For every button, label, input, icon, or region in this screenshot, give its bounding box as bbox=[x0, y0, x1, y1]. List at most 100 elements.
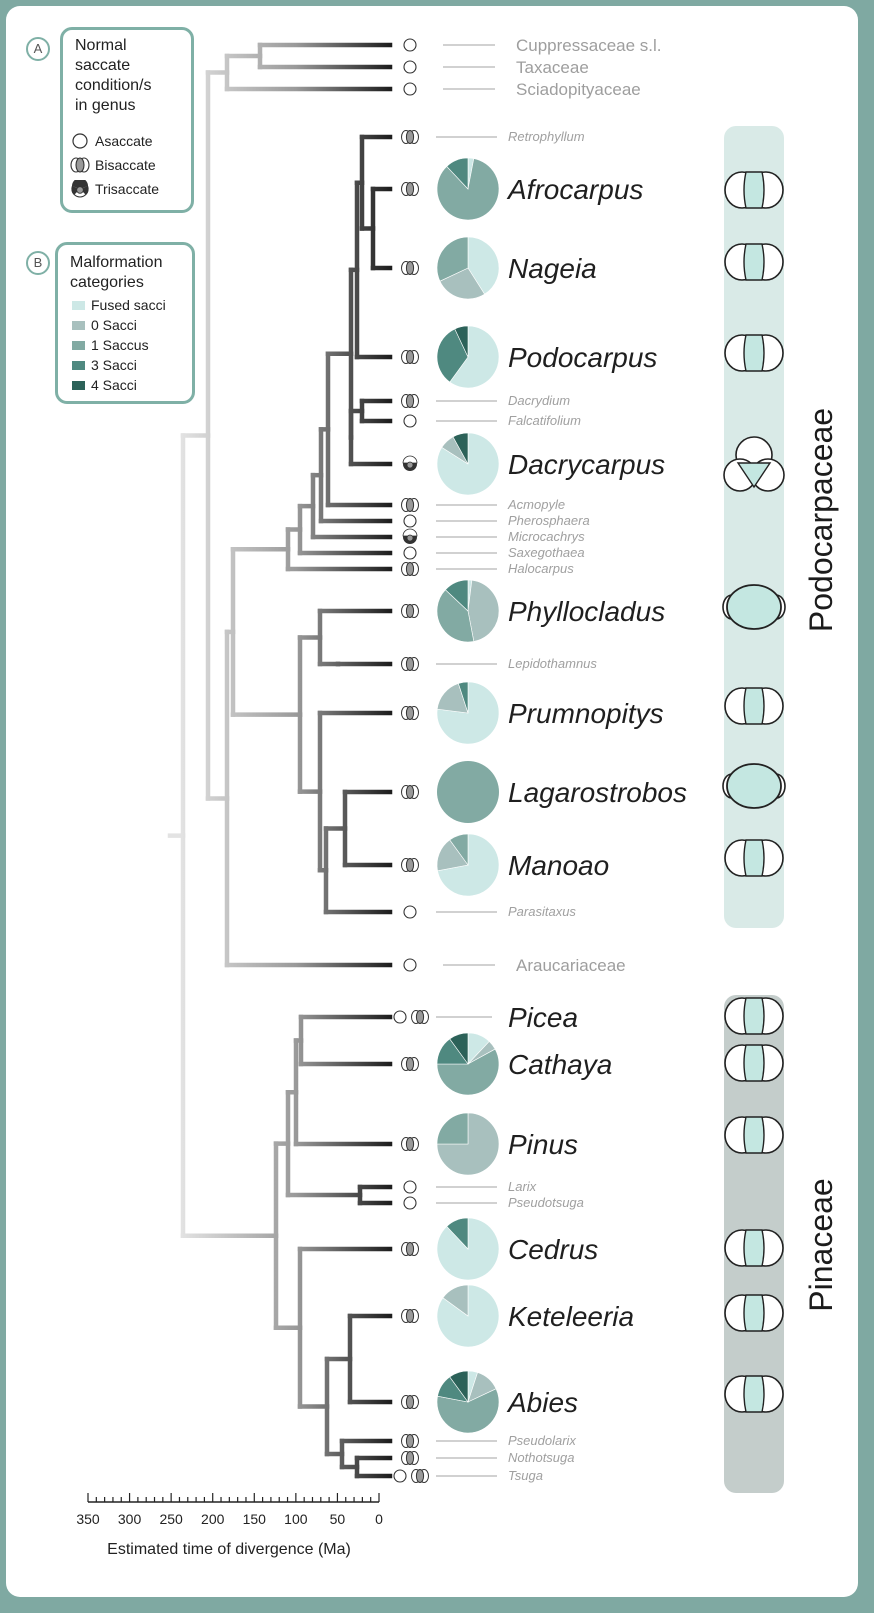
cedrus-pie bbox=[436, 1217, 500, 1281]
taxon-label-falcatifolium: Falcatifolium bbox=[508, 413, 581, 428]
prumnopitys-pie bbox=[436, 681, 500, 745]
taxon-label-nageia: Nageia bbox=[508, 253, 597, 284]
pie-slice bbox=[446, 1217, 469, 1250]
bisaccate-icon bbox=[401, 1309, 419, 1323]
axis-tick-label: 100 bbox=[284, 1511, 308, 1527]
axis-title: Estimated time of divergence (Ma) bbox=[107, 1541, 351, 1558]
keteleeria-pollen-grain bbox=[724, 1294, 784, 1332]
legend-a-title: Normal saccate condition/s in genus bbox=[75, 37, 152, 114]
legend-fused-sacci-label: Fused sacci bbox=[91, 297, 166, 313]
saccate-condition-legend: Normal saccate condition/s in genus Asac… bbox=[60, 27, 194, 213]
zero-sacci-swatch bbox=[72, 320, 85, 330]
pie-slice bbox=[446, 157, 469, 190]
nageia-pollen-grain bbox=[724, 243, 784, 281]
pie-slice bbox=[449, 1370, 469, 1403]
asaccate-icon bbox=[403, 82, 417, 96]
one-saccus-swatch bbox=[72, 340, 85, 350]
taxon-label-podocarpus: Podocarpus bbox=[508, 342, 657, 373]
bisaccate-icon bbox=[401, 1057, 419, 1071]
axis-tick-label: 300 bbox=[118, 1511, 142, 1527]
pie-slice bbox=[452, 432, 469, 465]
bisaccate-icon bbox=[401, 706, 419, 720]
taxon-label-pinus: Pinus bbox=[508, 1129, 578, 1160]
podocarpus-pie bbox=[436, 325, 500, 389]
pie-slice bbox=[436, 1388, 500, 1434]
bisaccate-icon bbox=[401, 858, 419, 872]
bisaccate-icon bbox=[401, 785, 419, 799]
legend-bisaccate: Bisaccate bbox=[69, 156, 156, 174]
pie-slice bbox=[458, 681, 469, 714]
asaccate-icon bbox=[393, 1469, 407, 1483]
pie-slice bbox=[436, 681, 500, 745]
taxon-label-saxegothaea: Saxegothaea bbox=[508, 545, 585, 560]
legend-b-letter: B bbox=[26, 251, 50, 275]
bisaccate-icon bbox=[411, 1010, 429, 1024]
lagarostrobos-pie bbox=[437, 761, 499, 823]
legend-1-saccus: 1 Saccus bbox=[72, 337, 149, 353]
taxon-label-dacrydium: Dacrydium bbox=[508, 393, 570, 408]
bisaccate-icon bbox=[401, 182, 419, 196]
legend-4-sacci: 4 Sacci bbox=[72, 377, 137, 393]
bisaccate-icon bbox=[401, 604, 419, 618]
axis-tick-label: 0 bbox=[375, 1511, 383, 1527]
legend-trisaccate-label: Trisaccate bbox=[95, 181, 160, 197]
malformation-legend: Malformation categories Fused sacci 0 Sa… bbox=[55, 242, 195, 404]
legend-b-title: Malformation categories bbox=[70, 254, 163, 291]
dacrycarpus-pie bbox=[436, 432, 500, 496]
trisaccate-icon bbox=[71, 180, 89, 198]
axis-tick-label: 250 bbox=[159, 1511, 183, 1527]
afrocarpus-pollen-grain bbox=[724, 171, 784, 209]
bisaccate-icon bbox=[401, 394, 419, 408]
asaccate-icon bbox=[403, 60, 417, 74]
abies-pollen-grain bbox=[724, 1375, 784, 1413]
bisaccate-icon bbox=[401, 1137, 419, 1151]
asaccate-icon bbox=[403, 958, 417, 972]
trisaccate-icon bbox=[402, 455, 418, 471]
pie-slice bbox=[449, 1032, 469, 1065]
taxon-label-manoao: Manoao bbox=[508, 850, 609, 881]
pie-slice bbox=[436, 236, 469, 282]
abies-pie bbox=[436, 1370, 500, 1434]
afrocarpus-pie bbox=[436, 157, 500, 221]
taxon-label-cedrus: Cedrus bbox=[508, 1234, 598, 1265]
asaccate-icon bbox=[393, 1010, 407, 1024]
four-sacci-swatch bbox=[72, 380, 85, 390]
pie-slice bbox=[436, 589, 475, 643]
taxon-label-lagarostrobos: Lagarostrobos bbox=[508, 777, 687, 808]
pie-slice bbox=[436, 1048, 500, 1096]
dacrycarpus-pollen-grain bbox=[723, 436, 785, 492]
legend-a-letter: A bbox=[26, 37, 50, 61]
asaccate-icon bbox=[403, 514, 417, 528]
taxon-label-abies: Abies bbox=[506, 1387, 578, 1418]
taxon-label-pherosphaera: Pherosphaera bbox=[508, 513, 590, 528]
legend-3-sacci: 3 Sacci bbox=[72, 357, 137, 373]
legend-bisaccate-label: Bisaccate bbox=[95, 157, 156, 173]
legend-3-sacci-label: 3 Sacci bbox=[91, 357, 137, 373]
bisaccate-icon bbox=[401, 1242, 419, 1256]
bisaccate-icon bbox=[401, 1451, 419, 1465]
bisaccate-icon bbox=[401, 562, 419, 576]
axis-tick-label: 150 bbox=[243, 1511, 267, 1527]
bisaccate-icon bbox=[401, 498, 419, 512]
manoao-pollen-grain bbox=[724, 839, 784, 877]
taxon-label-tsuga: Tsuga bbox=[508, 1468, 543, 1483]
taxon-label-afrocarpus: Afrocarpus bbox=[506, 174, 643, 205]
legend-4-sacci-label: 4 Sacci bbox=[91, 377, 137, 393]
taxon-label-keteleeria: Keteleeria bbox=[508, 1301, 634, 1332]
taxon-label-retrophyllum: Retrophyllum bbox=[508, 129, 585, 144]
asaccate-icon bbox=[72, 133, 88, 149]
taxon-label-lepidothamnus: Lepidothamnus bbox=[508, 656, 597, 671]
axis-tick-label: 50 bbox=[330, 1511, 346, 1527]
taxon-label-cuppressaceae-s-l: Cuppressaceae s.l. bbox=[516, 36, 662, 55]
taxon-label-larix: Larix bbox=[508, 1179, 537, 1194]
taxon-label-acmopyle: Acmopyle bbox=[507, 497, 565, 512]
podocarpus-pollen-grain bbox=[724, 334, 784, 372]
taxon-label-pseudotsuga: Pseudotsuga bbox=[508, 1195, 584, 1210]
legend-0-sacci-label: 0 Sacci bbox=[91, 317, 137, 333]
keteleeria-pie bbox=[436, 1284, 500, 1348]
pinus-pollen-grain bbox=[724, 1116, 784, 1154]
taxon-label-microcachrys: Microcachrys bbox=[508, 529, 585, 544]
taxon-label-halocarpus: Halocarpus bbox=[508, 561, 574, 576]
lagarostrobos-pollen-grain bbox=[722, 763, 786, 809]
